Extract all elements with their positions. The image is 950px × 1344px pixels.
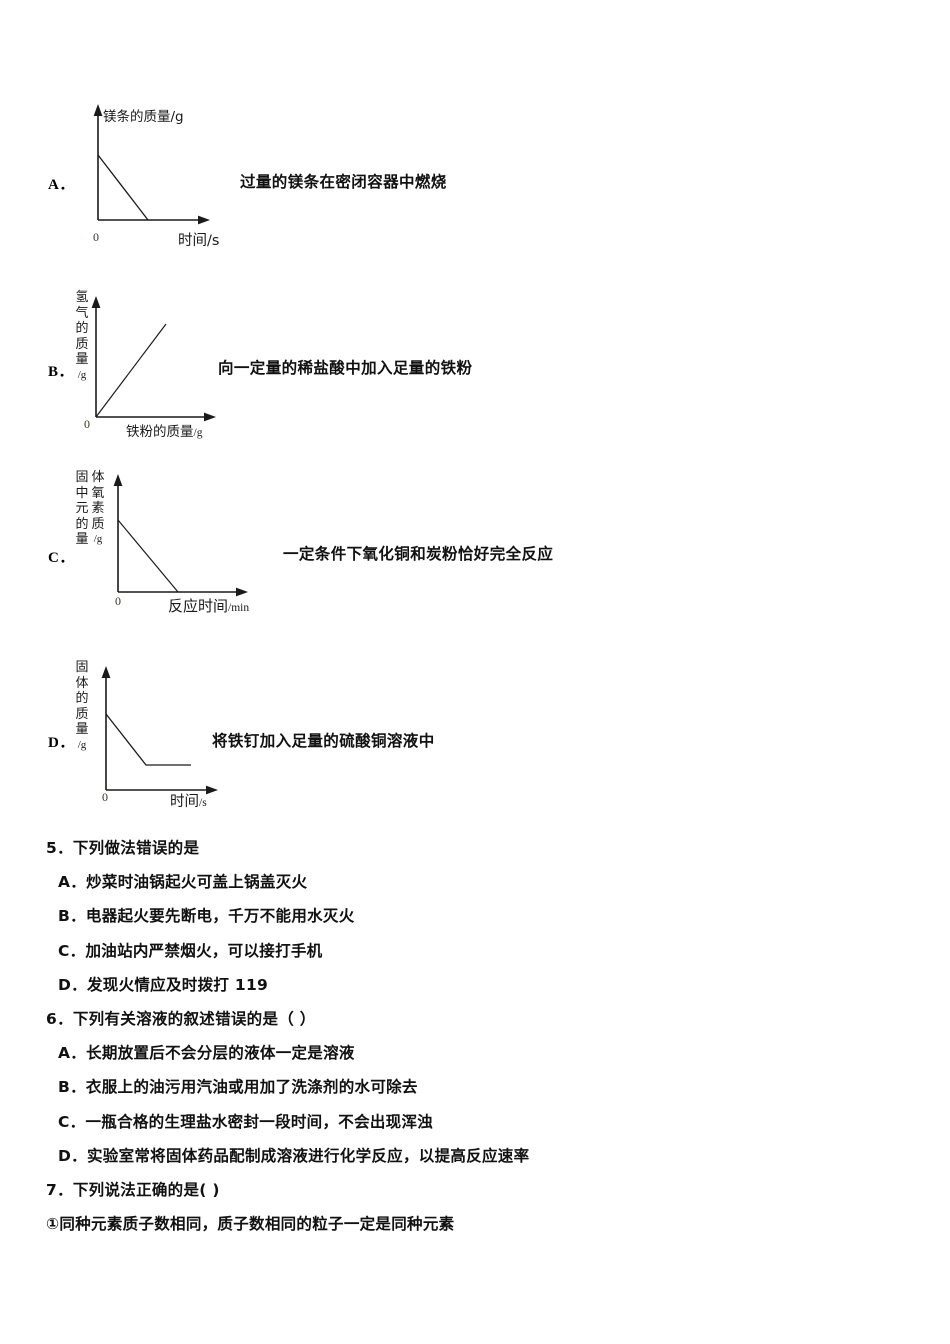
option-c-description: 一定条件下氧化铜和炭粉恰好完全反应 [283,545,554,563]
option-d-y-axis-label: 固 体 的 质 量 /g [74,660,90,753]
option-c-origin-label: 0 [115,594,121,608]
option-c-x-axis-unit: /min [228,602,250,614]
option-b-y-axis-column: 氢 气 的 质 量 /g [74,290,90,383]
y-char: 量 [75,722,89,737]
option-d-block: D． 固 体 的 质 量 /g 0 时间/s 将铁钉加入足量 [0,0,950,810]
question-6-option-b: B．衣服上的油污用汽油或用加了洗涤剂的水可除去 [58,1078,418,1096]
option-c-x-axis-text: 反应时间 [168,597,229,615]
option-a-description: 过量的镁条在密闭容器中燃烧 [240,173,447,191]
option-a-block: A． 镁条的质量/g 0 时间/s 过量的镁条在密闭容器中燃烧 [0,0,950,260]
option-a-svg [93,104,210,225]
option-d-origin-label: 0 [102,790,108,804]
question-6-option-a: A．长期放置后不会分层的液体一定是溶液 [58,1044,355,1062]
question-6-option-d: D．实验室常将固体药品配制成溶液进行化学反应，以提高反应速率 [58,1147,530,1165]
y-char: 质 [91,516,105,532]
option-d-x-axis-label: 时间/s [170,790,207,811]
option-b-x-axis-label: 铁粉的质量/g [126,420,202,440]
question-5-option-c: C．加油站内严禁烟火，可以接打手机 [58,942,323,960]
question-5-option-d: D．发现火情应及时拨打 119 [58,976,269,994]
option-a-chart [90,100,220,230]
option-a-letter: A． [48,177,75,193]
y-char: 氢 [75,290,89,305]
y-char: 气 [75,305,89,321]
option-c-y-axis-column-left: 固 中 元 的 量 [74,470,90,548]
option-c-y-axis-column-right: 体 氧 素 质 /g [90,470,106,548]
y-unit: /g [77,738,87,751]
y-char: 固 [75,660,89,675]
question-5-stem: 5．下列做法错误的是 [46,839,200,857]
option-a-x-axis-label: 时间/s [178,233,220,249]
option-c-block: C． 体 氧 素 质 /g 固 中 元 的 量 [0,0,950,615]
y-char: 体 [75,675,89,691]
option-d-chart [98,662,238,802]
option-d-letter: D． [48,735,75,751]
question-5-option-b: B．电器起火要先断电，千万不能用水灭火 [58,907,355,925]
option-b-letter: B． [48,364,75,380]
question-6-stem: 6．下列有关溶液的叙述错误的是（ ） [46,1010,316,1028]
option-c-x-axis-label: 反应时间/min [168,595,249,616]
option-b-y-axis-label: 氢 气 的 质 量 /g [74,290,90,383]
y-char: 的 [75,516,89,532]
option-d-y-axis-column: 固 体 的 质 量 /g [74,660,90,753]
option-b-description: 向一定量的稀盐酸中加入足量的铁粉 [218,359,473,377]
y-char: 的 [75,691,89,706]
option-b-chart [88,292,228,427]
y-char: 固 [75,470,89,485]
y-char: 元 [75,501,89,516]
y-char: 素 [91,501,105,516]
option-a-y-axis-label: 镁条的质量/g [103,109,184,125]
option-d-x-axis-text: 时间 [170,794,199,810]
option-b-x-axis-text: 铁粉的质量 [126,424,194,440]
option-c-letter: C． [48,550,75,566]
y-char: 体 [91,470,105,485]
option-c-svg [113,474,248,597]
question-5-option-a: A．炒菜时油锅起火可盖上锅盖灭火 [58,873,308,891]
option-b-origin-label: 0 [84,417,90,431]
y-char: 质 [75,336,89,352]
option-b-block: B． 氢 气 的 质 量 /g 0 铁粉的质量/g 向一定量 [0,0,950,440]
question-6-option-c: C．一瓶合格的生理盐水密封一段时间，不会出现浑浊 [58,1113,434,1131]
y-char: 量 [75,532,89,547]
option-a-origin-label: 0 [93,230,99,244]
option-d-description: 将铁钉加入足量的硫酸铜溶液中 [212,732,435,750]
option-d-svg [101,666,218,795]
option-b-x-axis-unit: /g [193,427,203,439]
y-char: 中 [75,485,89,501]
y-char: 量 [75,352,89,367]
question-7-item-1: ①同种元素质子数相同，质子数相同的粒子一定是同种元素 [46,1215,455,1233]
question-7-stem: 7．下列说法正确的是( ) [46,1181,220,1199]
option-d-x-axis-unit: /s [199,797,207,809]
option-b-svg [91,296,216,422]
y-unit: /g [77,368,87,381]
y-unit: /g [93,533,103,545]
option-c-chart [110,470,260,600]
y-char: 氧 [91,485,105,501]
y-char: 的 [75,321,89,336]
option-c-y-axis-label: 体 氧 素 质 /g 固 中 元 的 量 [74,470,106,548]
y-char: 质 [75,706,89,722]
